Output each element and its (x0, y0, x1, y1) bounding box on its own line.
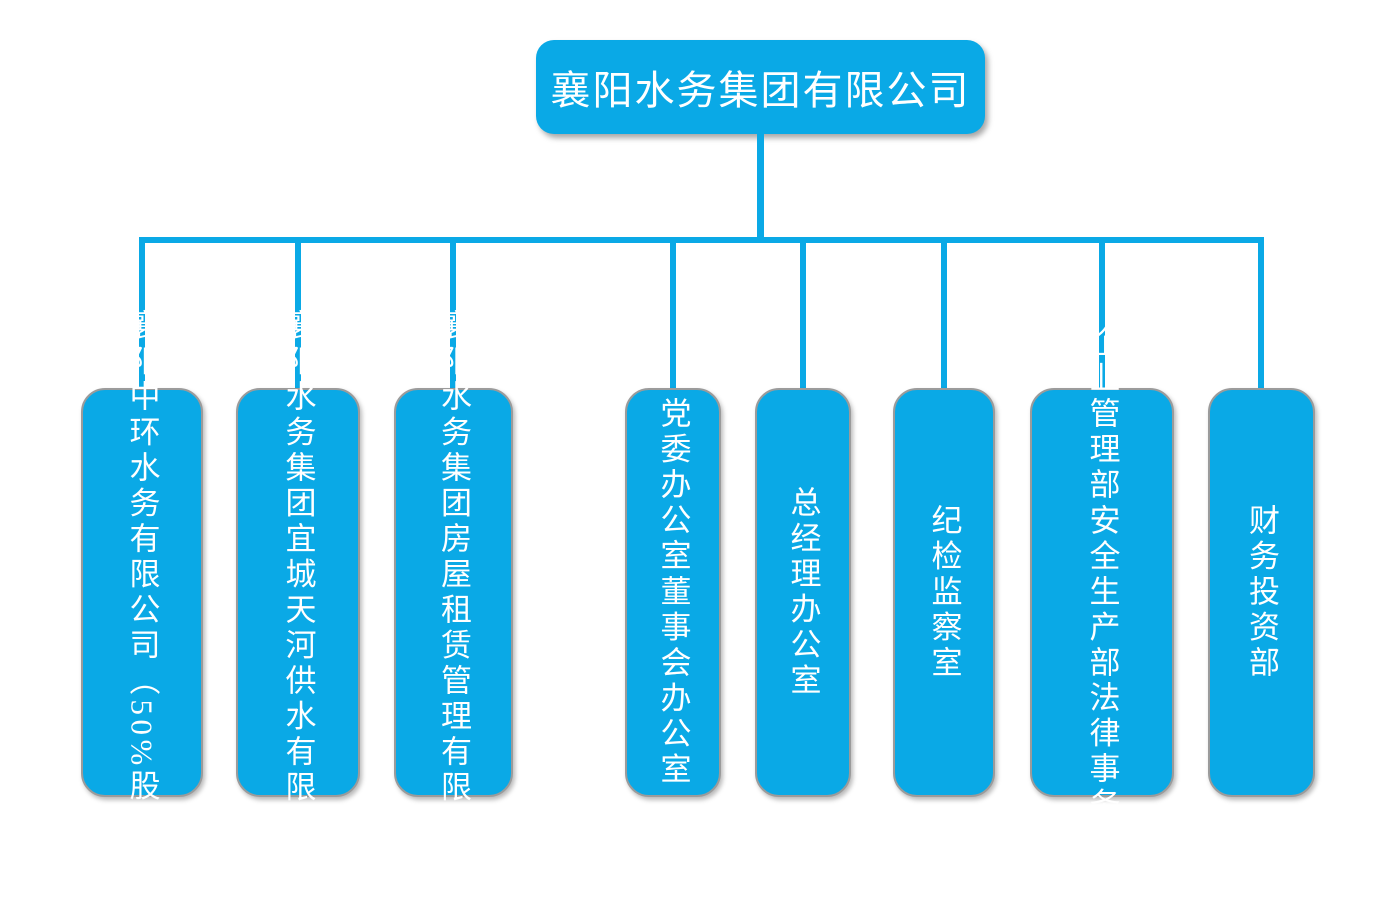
label-line: 法律事务部 (1084, 681, 1120, 859)
node-enterprise-safety-legal-depts: 企业管理部 安全生产部 法律事务部 (1030, 326, 1174, 859)
node-label: 总经理办公室 (780, 390, 827, 795)
node-label: 襄阳水务集团有限公司 (550, 68, 971, 113)
label-line: 襄阳水务集团宜城天河 (280, 308, 316, 664)
connector-horizontal (139, 237, 1264, 243)
label-line: 襄阳水务集团房屋租赁 (436, 308, 471, 664)
connector-drop-8 (1258, 237, 1264, 388)
label-line: 襄阳中环水务有限公司 (124, 308, 160, 664)
label-line: 企业管理部 (1084, 326, 1120, 504)
label-line: 财务投资部 (1244, 503, 1279, 682)
node-discipline-inspection-office: 纪检监察室 (893, 388, 995, 797)
node-group-headquarters: 襄阳水务集团有限公司 (536, 40, 985, 134)
node-general-manager-office: 总经理办公室 (755, 388, 851, 797)
connector-drop-7 (1099, 237, 1105, 388)
connector-root-stub (757, 134, 764, 240)
label-line: 供水有限公司 (280, 663, 316, 877)
connector-drop-2 (295, 237, 301, 388)
label-line: 纪检监察室 (926, 503, 962, 682)
node-label: 襄阳水务集团房屋租赁 管理有限公司 (430, 309, 477, 877)
node-label: 企业管理部 安全生产部 法律事务部 (1079, 326, 1126, 859)
node-yicheng-tianhe-water-supply: 襄阳水务集团宜城天河 供水有限公司 (236, 309, 360, 877)
label-line: 董事会办公室 (655, 574, 691, 788)
label-line: 总经理办公室 (785, 486, 821, 699)
node-label: 财务投资部 (1238, 390, 1285, 795)
node-housing-leasing-management: 襄阳水务集团房屋租赁 管理有限公司 (394, 309, 513, 877)
node-label: 襄阳中环水务有限公司 （50%股权） (119, 309, 166, 876)
label-line: 管理有限公司 (436, 663, 471, 877)
label-line: 党委办公室 (655, 397, 691, 575)
node-finance-investment-dept: 财务投资部 (1208, 388, 1315, 797)
node-label: 党委办公室 董事会办公室 (650, 390, 697, 795)
connector-drop-6 (941, 237, 947, 388)
node-zhonghuan-water-50pct: 襄阳中环水务有限公司 （50%股权） (81, 309, 203, 876)
label-line: （50%股权） (124, 663, 160, 877)
connector-drop-4 (670, 237, 676, 388)
connector-drop-5 (800, 237, 806, 388)
node-label: 纪检监察室 (921, 390, 968, 795)
connector-drop-1 (139, 237, 145, 388)
label-line: 安全生产部 (1084, 503, 1120, 682)
connector-drop-3 (450, 237, 456, 388)
node-label: 襄阳水务集团宜城天河 供水有限公司 (275, 309, 322, 877)
node-party-committee-board-office: 党委办公室 董事会办公室 (625, 388, 721, 797)
